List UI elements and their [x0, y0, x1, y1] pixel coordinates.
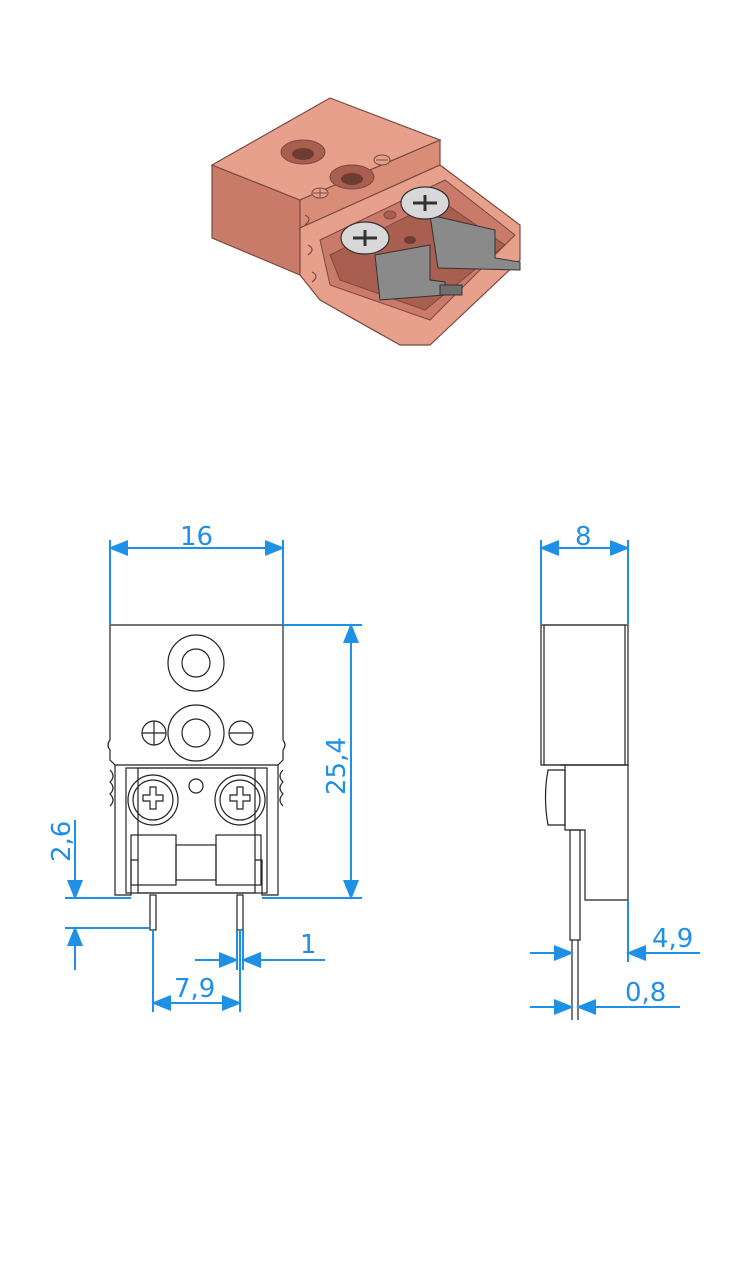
dim-pin-thickness: 0,8: [625, 978, 666, 1008]
dim-pin-offset: 2,6: [47, 821, 77, 862]
dim-side-offset: 4,9: [652, 924, 693, 954]
dim-pin-pitch: 7,9: [174, 974, 215, 1004]
connector-side-view: [540, 624, 629, 1020]
connector-3d-icon: [210, 97, 521, 346]
dim-height: 25,4: [322, 737, 352, 795]
dim-pin-width: 1: [300, 930, 317, 960]
dimension-lines: [65, 540, 700, 1015]
dim-width-front: 16: [180, 522, 213, 552]
dim-width-side: 8: [575, 522, 592, 552]
connector-front-view: [107, 624, 286, 931]
